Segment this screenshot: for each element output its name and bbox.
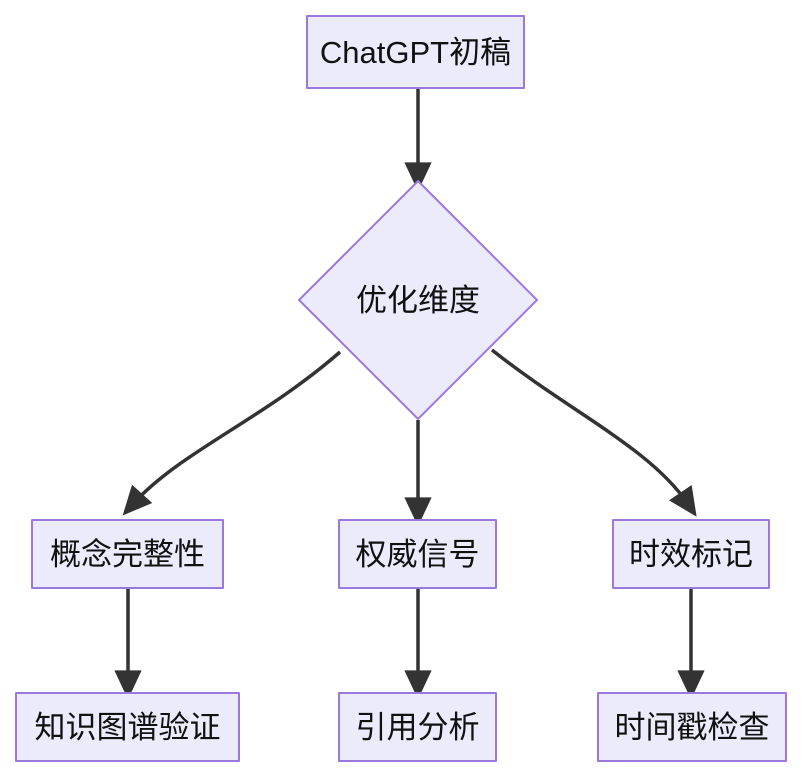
diamond-shape <box>297 179 539 421</box>
node-branch-timeliness[interactable]: 时效标记 <box>612 519 770 589</box>
node-decision-label: 优化维度 <box>356 282 480 318</box>
node-branch-authority[interactable]: 权威信号 <box>338 519 497 589</box>
node-branch-concept-label: 概念完整性 <box>50 536 205 572</box>
node-leaf-kg[interactable]: 知识图谱验证 <box>15 692 240 762</box>
node-decision[interactable]: 优化维度 <box>297 179 539 421</box>
node-leaf-citation[interactable]: 引用分析 <box>338 692 497 762</box>
node-branch-timeliness-label: 时效标记 <box>629 536 753 572</box>
node-start[interactable]: ChatGPT初稿 <box>306 15 525 89</box>
node-branch-concept[interactable]: 概念完整性 <box>31 519 224 589</box>
node-leaf-citation-label: 引用分析 <box>355 709 480 745</box>
node-leaf-kg-label: 知识图谱验证 <box>34 709 221 745</box>
node-leaf-timestamp[interactable]: 时间戳检查 <box>597 692 787 762</box>
node-start-label: ChatGPT初稿 <box>319 34 512 70</box>
node-branch-authority-label: 权威信号 <box>355 536 480 572</box>
node-leaf-timestamp-label: 时间戳检查 <box>614 709 770 745</box>
